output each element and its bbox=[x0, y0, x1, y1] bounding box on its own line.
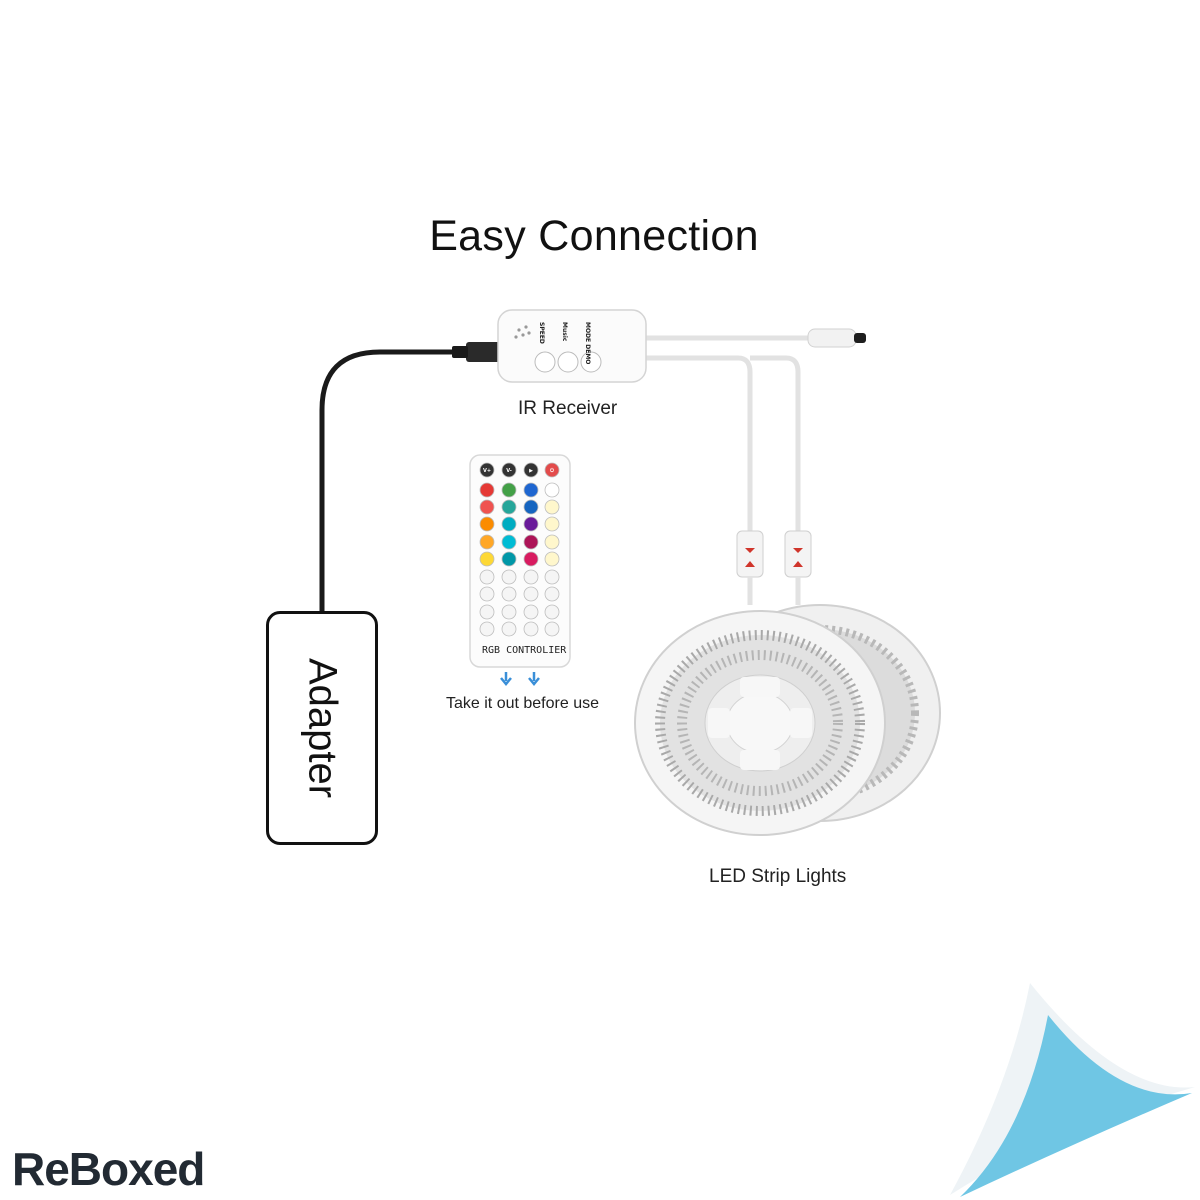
speed-button bbox=[534, 351, 556, 373]
remove-arrow-left bbox=[500, 672, 512, 686]
remote-button bbox=[479, 516, 495, 532]
strip-connector-right bbox=[784, 530, 812, 605]
remote-button bbox=[523, 586, 539, 602]
speed-label: SPEED bbox=[538, 322, 545, 344]
brand-logo: ReBoxed bbox=[12, 1143, 205, 1195]
remote-button bbox=[544, 516, 560, 532]
remote-button bbox=[523, 482, 539, 498]
remote-button bbox=[479, 462, 495, 478]
remote-button bbox=[501, 499, 517, 515]
remote-button bbox=[523, 551, 539, 567]
remote-button bbox=[501, 482, 517, 498]
take-it-out-label: Take it out before use bbox=[446, 695, 599, 712]
remote-button bbox=[544, 621, 560, 637]
page-curl-icon bbox=[950, 983, 1195, 1197]
remote-button bbox=[479, 534, 495, 550]
remote-control: V+ V- ▶ ⏻ RGB CONTROLIER bbox=[469, 454, 571, 686]
remote-button bbox=[544, 482, 560, 498]
ir-receiver-label: IR Receiver bbox=[518, 398, 618, 419]
remote-button bbox=[479, 604, 495, 620]
music-label: Music bbox=[561, 322, 568, 342]
adapter-plug bbox=[466, 342, 504, 362]
remote-button bbox=[544, 551, 560, 567]
adapter-label: Adapter bbox=[300, 657, 345, 799]
remote-button bbox=[501, 569, 517, 585]
remote-button bbox=[501, 621, 517, 637]
remote-button bbox=[479, 621, 495, 637]
remote-button bbox=[479, 551, 495, 567]
remote-button bbox=[501, 516, 517, 532]
remote-button bbox=[544, 604, 560, 620]
adapter-box: Adapter bbox=[266, 611, 378, 845]
remote-button bbox=[523, 604, 539, 620]
mode-button bbox=[580, 351, 602, 373]
remote-button bbox=[544, 534, 560, 550]
page-title: Easy Connection bbox=[429, 212, 759, 260]
remote-button bbox=[479, 586, 495, 602]
remote-button bbox=[544, 586, 560, 602]
remote-button bbox=[501, 551, 517, 567]
remote-top-button-label: V- bbox=[506, 468, 512, 474]
strip-connector-left bbox=[736, 530, 764, 605]
remote-button bbox=[523, 569, 539, 585]
remote-button bbox=[544, 462, 560, 478]
ir-receiver-controller: SPEED Music MODE DEMO bbox=[497, 309, 647, 383]
remote-button bbox=[523, 499, 539, 515]
led-reel-front bbox=[634, 610, 886, 836]
remote-button bbox=[523, 462, 539, 478]
remote-button bbox=[501, 462, 517, 478]
remote-button bbox=[544, 569, 560, 585]
remote-button bbox=[501, 534, 517, 550]
remove-arrow-right bbox=[528, 672, 540, 686]
output-cable-split bbox=[640, 355, 801, 535]
remote-label: RGB CONTROLIER bbox=[482, 645, 567, 656]
remote-button bbox=[523, 516, 539, 532]
led-strip-label: LED Strip Lights bbox=[709, 866, 847, 887]
remote-button bbox=[479, 482, 495, 498]
adapter-cable bbox=[319, 349, 473, 614]
remote-button bbox=[479, 499, 495, 515]
remote-button bbox=[523, 621, 539, 637]
dc-connector bbox=[807, 328, 857, 348]
remote-button bbox=[501, 604, 517, 620]
remote-button bbox=[501, 586, 517, 602]
mode-demo-label: MODE DEMO bbox=[584, 322, 591, 364]
remote-button bbox=[523, 534, 539, 550]
remote-button bbox=[479, 569, 495, 585]
remote-top-button-label: V+ bbox=[483, 468, 491, 474]
music-button bbox=[557, 351, 579, 373]
remote-top-button-label: ⏻ bbox=[550, 468, 554, 474]
remote-top-button-label: ▶ bbox=[529, 468, 533, 474]
remote-button bbox=[544, 499, 560, 515]
